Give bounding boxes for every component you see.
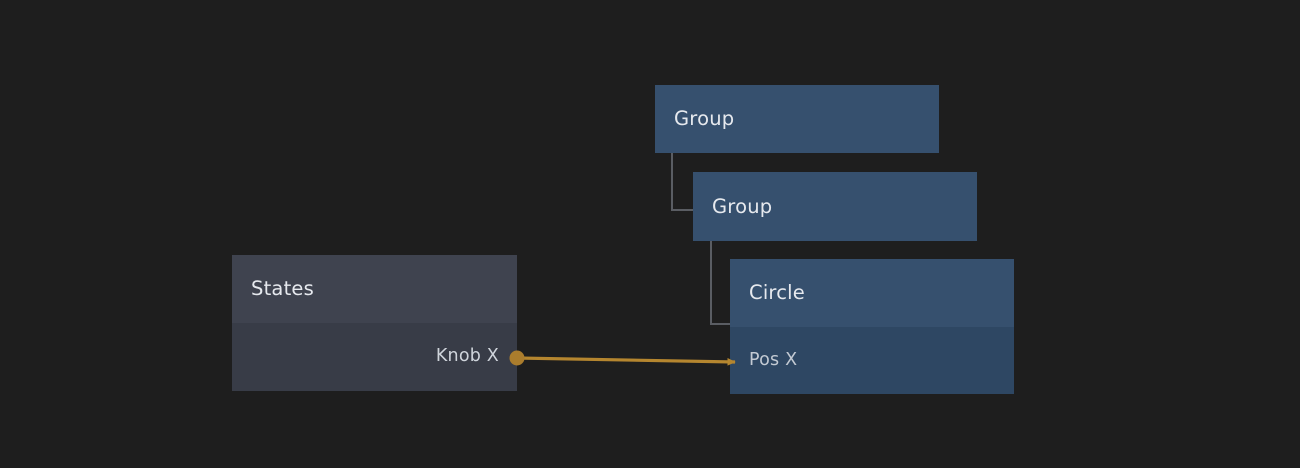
node-group-child-title: Group — [712, 194, 773, 218]
input-port-pos-x-label: Pos X — [749, 349, 798, 370]
input-port-pos-x[interactable]: Pos X — [749, 349, 798, 370]
node-states-header[interactable]: States — [232, 255, 517, 323]
node-circle-body: Pos X — [730, 327, 1014, 394]
node-circle[interactable]: Circle Pos X — [730, 259, 1014, 394]
tree-connector-group-to-circle — [710, 241, 731, 325]
node-group-child[interactable]: Group — [693, 172, 977, 241]
output-port-knob-x[interactable]: Knob X — [435, 346, 499, 366]
tree-connector-group-to-group — [671, 153, 693, 211]
output-port-knob-x-label: Knob X — [435, 346, 499, 366]
node-states[interactable]: States Knob X — [232, 255, 517, 391]
connection-knob-x-to-pos-x[interactable] — [516, 356, 736, 366]
node-states-title: States — [251, 277, 314, 301]
node-states-body: Knob X — [232, 323, 517, 391]
node-group-child-header[interactable]: Group — [693, 172, 977, 241]
node-group-parent-title: Group — [674, 107, 735, 131]
node-group-parent-header[interactable]: Group — [655, 85, 939, 153]
node-group-parent[interactable]: Group — [655, 85, 939, 153]
node-circle-header[interactable]: Circle — [730, 259, 1014, 327]
node-circle-title: Circle — [749, 281, 805, 305]
